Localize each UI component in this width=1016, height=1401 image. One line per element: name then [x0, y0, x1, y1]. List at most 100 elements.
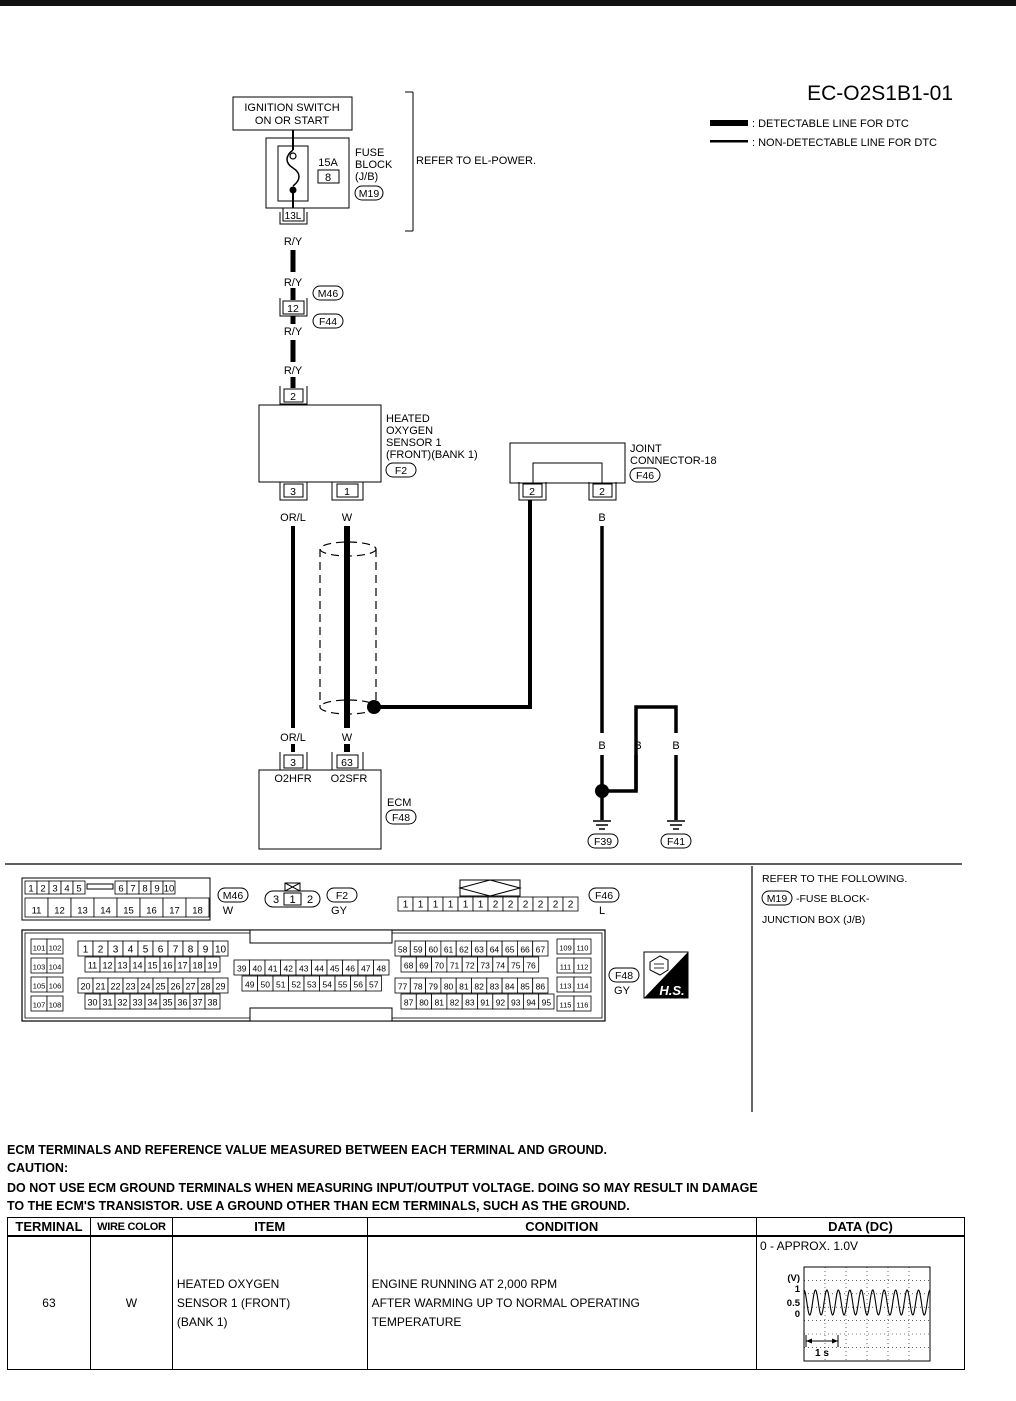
ecm-terminal-63: 63	[341, 757, 353, 769]
m46-pin: 1	[28, 884, 33, 895]
f48-b-pin: 40	[253, 964, 263, 974]
ignition-switch-label-2: ON OR START	[255, 115, 329, 127]
condition-line-1: ENGINE RUNNING AT 2,000 RPM	[371, 1276, 558, 1291]
scope-05: 0.5	[787, 1298, 801, 1309]
f48-left-pin: 108	[49, 1001, 62, 1010]
sensor-label-3: SENSOR 1	[386, 437, 442, 449]
cell-condition: ENGINE RUNNING AT 2,000 RPM AFTER WARMIN…	[366, 1235, 757, 1370]
legend-thin-line	[710, 140, 748, 143]
m46-pin: 17	[169, 906, 180, 917]
f48-a-pin: 14	[132, 961, 142, 971]
m46-pin: 5	[76, 884, 81, 895]
f48-b-pin: 57	[369, 980, 379, 990]
m46-pin: 2	[40, 884, 45, 895]
f48-c-pin: 61	[444, 945, 454, 955]
legend-thick-line	[710, 120, 748, 126]
f48-b-pin: 54	[323, 980, 333, 990]
f48-b-pin: 52	[292, 980, 302, 990]
notes-line-3: DO NOT USE ECM GROUND TERMINALS WHEN MEA…	[7, 1181, 758, 1195]
f48-c-pin: 73	[480, 961, 490, 971]
ecm-connector: F48	[392, 812, 410, 824]
wire-w-top: W	[342, 512, 353, 524]
refer-title: REFER TO THE FOLLOWING.	[762, 873, 907, 885]
f48-a-pin: 9	[203, 945, 209, 956]
f48-right-pin: 115	[560, 1001, 572, 1010]
wire-orl-top: OR/L	[280, 512, 306, 524]
fuse-block-connector-oval	[354, 185, 384, 201]
f48-c-pin: 66	[520, 945, 530, 955]
wire-ry-4: R/Y	[284, 365, 303, 377]
reference-value-table: TERMINAL WIRE COLOR ITEM CONDITION DATA …	[7, 1217, 966, 1370]
wire-b-low: B	[598, 740, 605, 752]
f48-right-pin: 110	[577, 944, 589, 953]
m46-pin: 9	[154, 884, 159, 895]
wire-w-ecm: W	[342, 732, 353, 744]
m46-pin: 14	[100, 906, 111, 917]
sensor-terminal-1: 1	[344, 486, 350, 498]
f48-a-pin: 32	[117, 998, 127, 1008]
f48-c-pin: 84	[505, 982, 515, 992]
f48-c-pin: 81	[435, 998, 445, 1008]
sensor-label-1: HEATED	[386, 413, 430, 425]
f48-c-pin: 68	[404, 961, 414, 971]
joint-connector-box	[509, 442, 626, 484]
ecm-pin-o2sfr: O2SFR	[331, 773, 368, 785]
f48-c-pin: 79	[429, 982, 439, 992]
wiring-diagram: EC-O2S1B1-01 : DETECTABLE LINE FOR DTC :…	[5, 82, 962, 1112]
col-data: DATA (DC)	[755, 1217, 966, 1237]
legend-detectable: : DETECTABLE LINE FOR DTC	[752, 118, 909, 130]
f48-a-pin: 23	[125, 982, 135, 992]
f48-c-pin: 75	[511, 961, 521, 971]
f48-c-pin: 72	[465, 961, 475, 971]
scope-time: 1 s	[815, 1348, 829, 1359]
f46-pin: 2	[553, 900, 559, 911]
m46-pin: 6	[118, 884, 123, 895]
f48-c-pin: 64	[490, 945, 500, 955]
f46-pin: 1	[448, 900, 454, 911]
top-border-bar	[0, 0, 1016, 6]
f48-c-pin: 60	[429, 945, 439, 955]
table-row: 63 W HEATED OXYGEN SENSOR 1 (FRONT) (BAN…	[7, 1235, 966, 1370]
m46-pin: 4	[64, 884, 69, 895]
col-wire-color: WIRE COLOR	[89, 1217, 173, 1237]
f48-a-pin: 4	[128, 945, 134, 956]
joint-connector-id: F46	[636, 470, 654, 482]
f48-b-pin: 45	[330, 964, 340, 974]
refer-connector: M19	[767, 893, 788, 905]
f48-a-pin: 7	[173, 945, 179, 956]
sensor-terminal-2: 2	[290, 391, 296, 403]
f48-c-pin: 80	[419, 998, 429, 1008]
f48-a-pin: 11	[88, 961, 97, 971]
wire-ry-2: R/Y	[284, 277, 303, 289]
sensor-terminal-3: 3	[290, 486, 296, 498]
f48-c-pin: 86	[536, 982, 546, 992]
f48-c-pin: 76	[526, 961, 536, 971]
f48-a-pin: 33	[132, 998, 142, 1008]
f48-c-pin: 81	[459, 982, 469, 992]
fuse-block-label-3: (J/B)	[355, 171, 378, 183]
m46-pin: 8	[142, 884, 147, 895]
f2-pin-a: 3	[273, 894, 279, 906]
f48-right-pin: 109	[559, 944, 572, 953]
scope-grid	[803, 1267, 930, 1361]
f48-a-pin: 6	[158, 945, 164, 956]
ground-f39: F39	[594, 836, 612, 848]
f48-c-pin: 93	[511, 998, 521, 1008]
f48-b-pin: 53	[307, 980, 317, 990]
f48-a-pin: 8	[188, 945, 194, 956]
f48-right-pin: 113	[560, 982, 572, 991]
f48-color: GY	[614, 985, 631, 997]
f48-c-pin: 83	[465, 998, 475, 1008]
f48-a-pin: 10	[215, 945, 227, 956]
ignition-switch-label-1: IGNITION SWITCH	[244, 102, 339, 114]
f48-c-pin: 63	[474, 945, 484, 955]
legend-non-detectable: : NON-DETECTABLE LINE FOR DTC	[752, 137, 937, 149]
m46-pin: 16	[146, 906, 157, 917]
cell-data: 0 - APPROX. 1.0V (V) 1 0.5 0 1 s	[755, 1235, 966, 1370]
f48-c-pin: 87	[404, 998, 414, 1008]
f2-pin-b: 1	[289, 894, 295, 906]
f46-pin: 2	[538, 900, 544, 911]
f48-a-pin: 31	[102, 998, 112, 1008]
